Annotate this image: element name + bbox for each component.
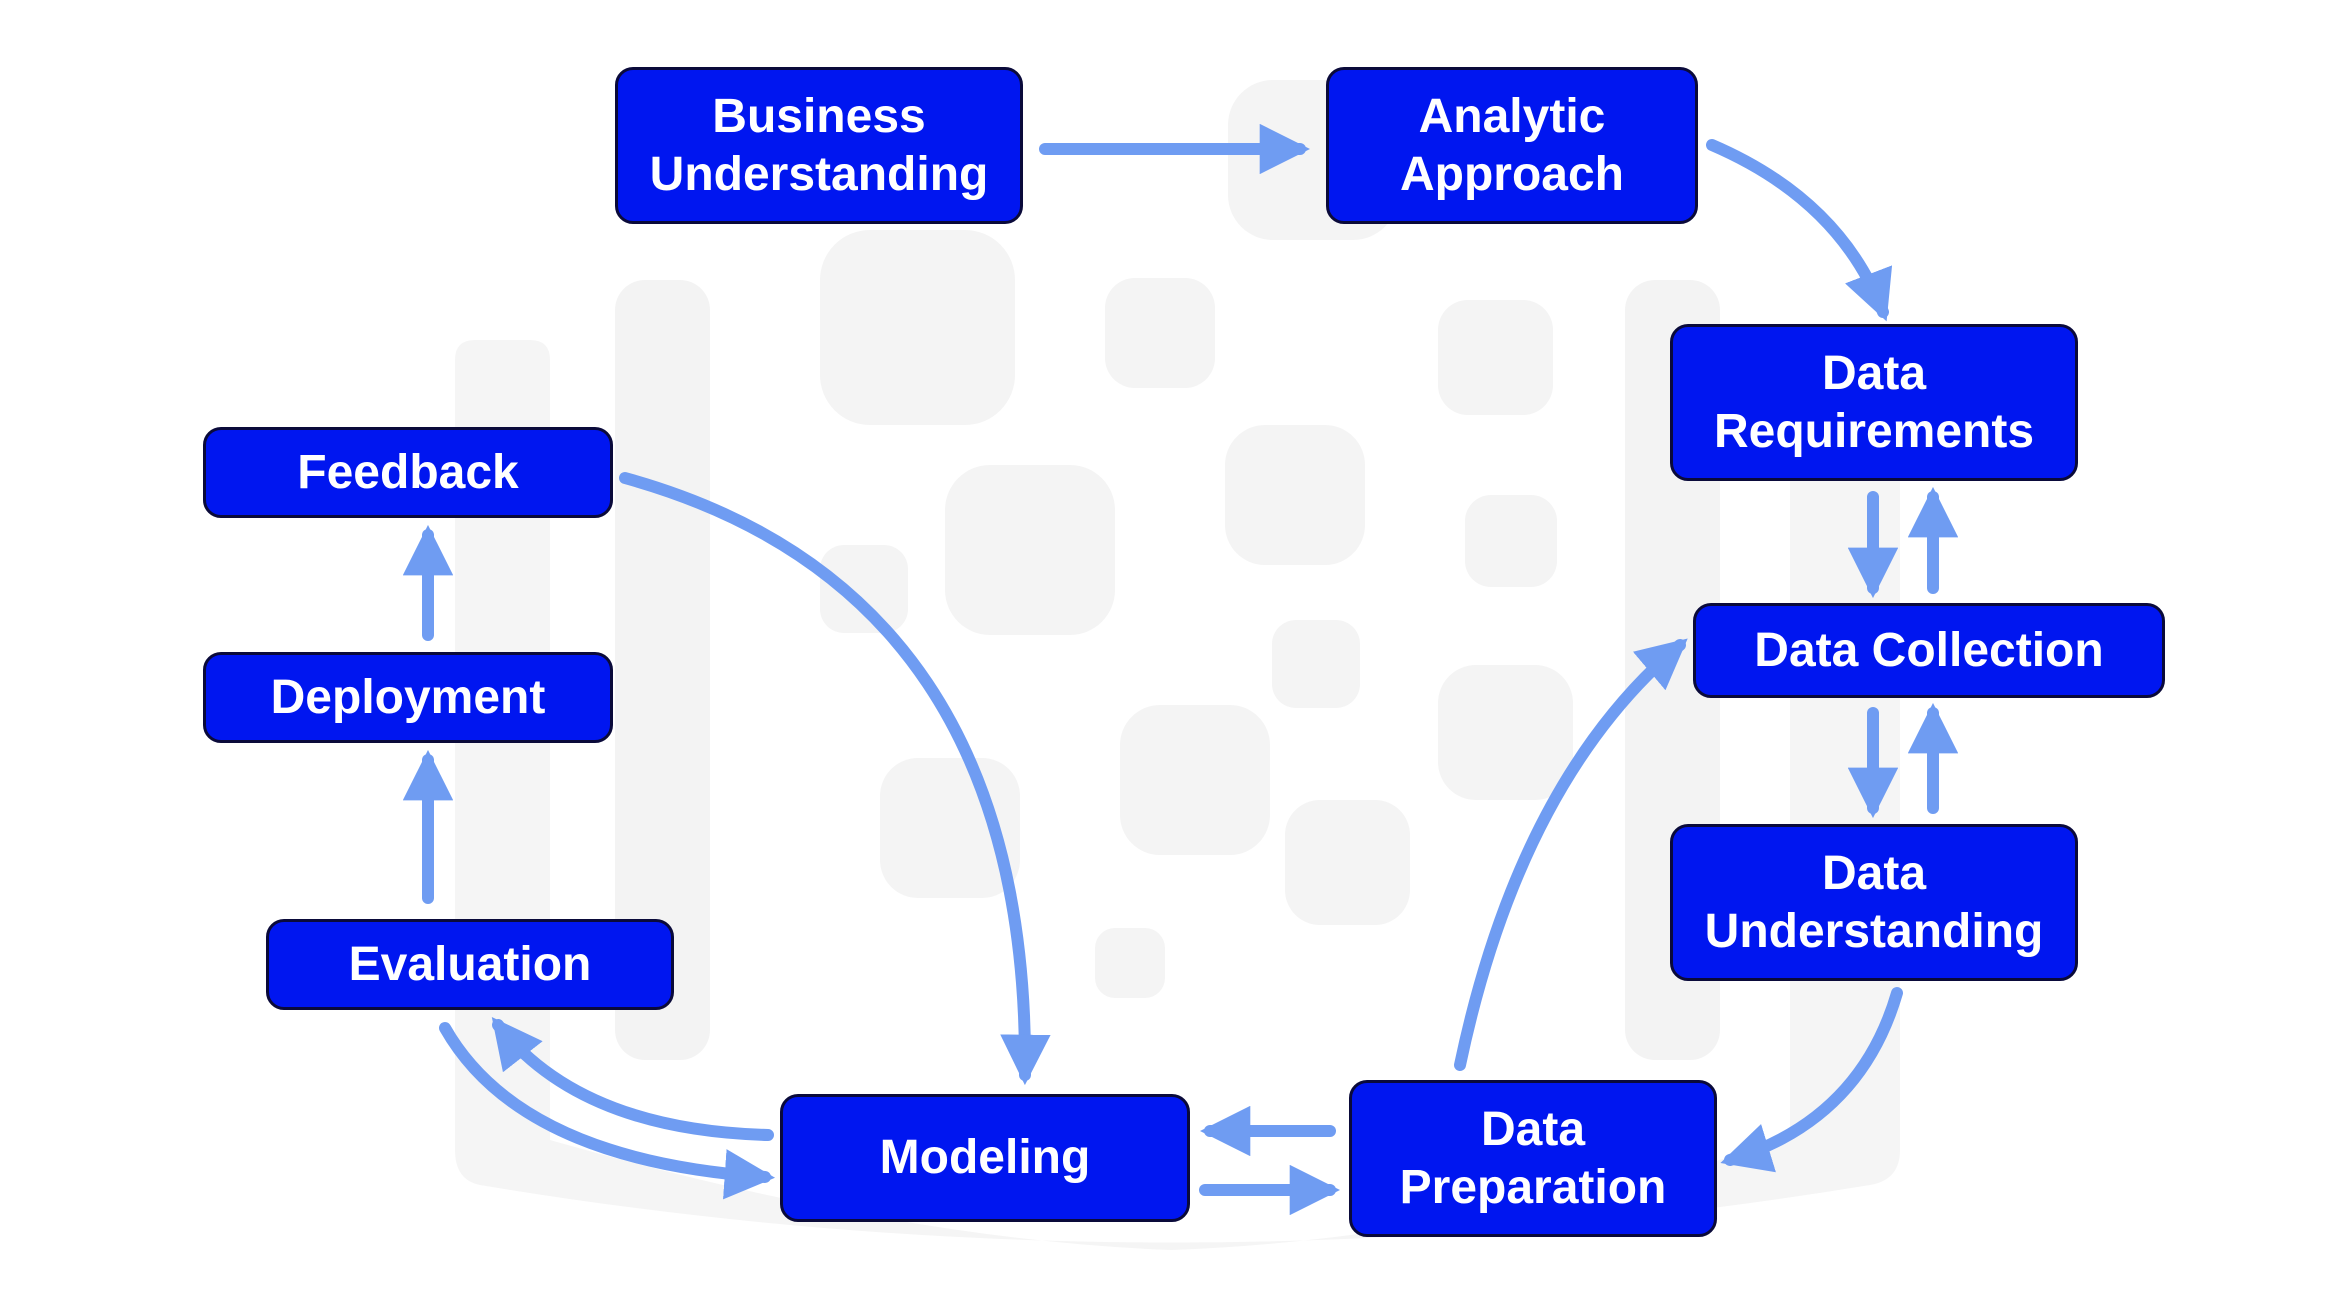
watermark-square: [820, 230, 1015, 425]
node-label: Data Collection: [1754, 623, 2104, 677]
node-label: Feedback: [297, 445, 519, 499]
watermark-square: [1438, 300, 1553, 415]
arrow-feedback-to-modeling: [619, 472, 1051, 1086]
watermark-square: [820, 545, 908, 633]
watermark-square: [1438, 665, 1573, 800]
arrow-modeling-to-evaluation: [491, 1017, 774, 1141]
node-evaluation: Evaluation: [266, 919, 674, 1010]
arrow-evaluation-to-modeling: [439, 1022, 776, 1200]
node-label: Evaluation: [348, 937, 592, 991]
node-label: Analytic Approach: [1399, 89, 1624, 201]
node-feedback: Feedback: [203, 427, 613, 518]
watermark-square: [1272, 620, 1360, 708]
node-label: Data Understanding: [1704, 846, 2044, 958]
watermark-square: [1465, 495, 1557, 587]
watermark-square: [1095, 928, 1165, 998]
node-analytic-approach: Analytic Approach: [1326, 67, 1698, 224]
node-label: Deployment: [270, 670, 546, 724]
watermark-square: [1285, 800, 1410, 925]
watermark-square: [1120, 705, 1270, 855]
node-label: Data Requirements: [1713, 346, 2035, 458]
node-data-requirements: Data Requirements: [1670, 324, 2078, 481]
node-data-preparation: Data Preparation: [1349, 1080, 1717, 1237]
arrow-analytic-to-requirements: [1706, 139, 1893, 322]
arrow-preparation-to-collection: [1454, 638, 1688, 1071]
node-data-collection: Data Collection: [1693, 603, 2165, 698]
node-business-understanding: Business Understanding: [615, 67, 1023, 224]
arrow-understanding-to-preparation: [1720, 987, 1903, 1173]
node-label: Modeling: [879, 1131, 1091, 1184]
node-label: Data Preparation: [1399, 1102, 1667, 1214]
node-label: Business Understanding: [649, 89, 989, 201]
node-data-understanding: Data Understanding: [1670, 824, 2078, 981]
watermark-square: [1105, 278, 1215, 388]
node-deployment: Deployment: [203, 652, 613, 743]
watermark-bar-left: [615, 280, 710, 1060]
node-modeling: Modeling: [780, 1094, 1190, 1222]
watermark-square: [1225, 425, 1365, 565]
watermark-square: [945, 465, 1115, 635]
